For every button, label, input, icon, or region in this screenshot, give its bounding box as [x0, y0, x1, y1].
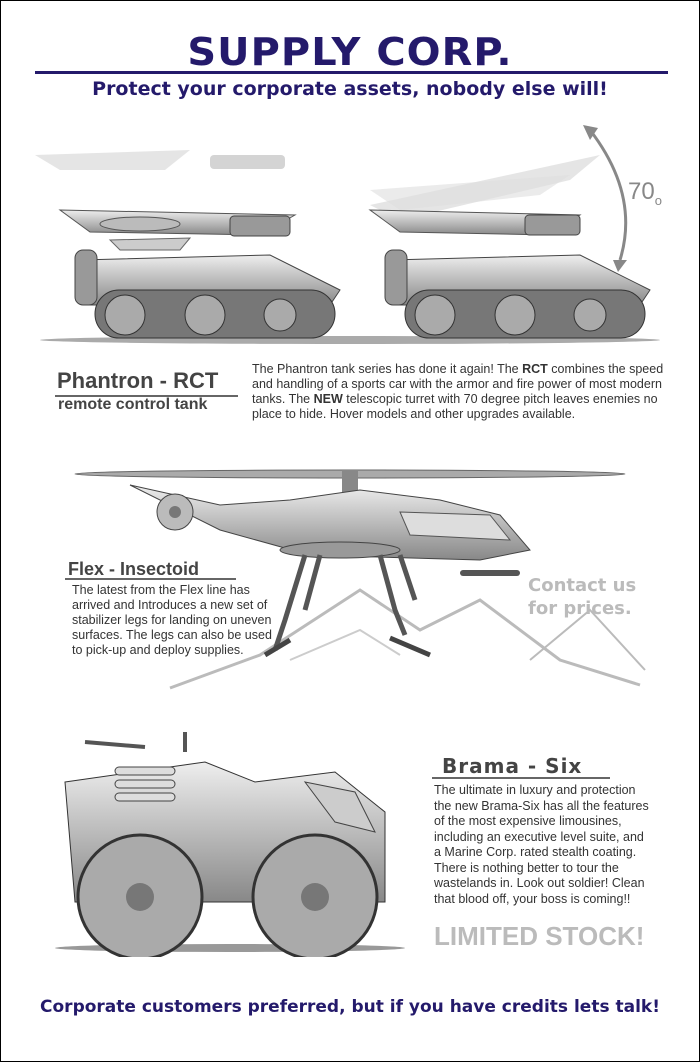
pitch-arc-icon — [588, 129, 628, 261]
car-name-underline — [432, 777, 610, 779]
tank-name: Phantron - RCT — [57, 368, 219, 393]
tagline: Protect your corporate assets, nobody el… — [92, 78, 608, 100]
footer-text: Corporate customers preferred, but if yo… — [40, 997, 660, 1017]
helicopter-illustration — [74, 469, 646, 690]
tank-illustration — [35, 125, 660, 344]
pitch-label: 70o — [628, 178, 662, 208]
vehicle-illustration — [55, 732, 405, 957]
tank-subtitle: remote control tank — [58, 396, 208, 413]
heli-name-underline — [65, 578, 236, 580]
car-name: Brama - Six — [442, 754, 583, 778]
heli-description: The latest from the Flex line has arrive… — [72, 583, 272, 657]
tank-description: The Phantron tank series has done it aga… — [252, 362, 664, 421]
title-divider — [35, 71, 668, 74]
car-description: The ultimate in luxury and protection th… — [434, 783, 649, 906]
limited-stock: LIMITED STOCK! — [434, 921, 645, 951]
page-title: SUPPLY CORP. — [187, 30, 513, 74]
heli-name: Flex - Insectoid — [68, 559, 200, 579]
tank-name-underline — [55, 395, 238, 397]
